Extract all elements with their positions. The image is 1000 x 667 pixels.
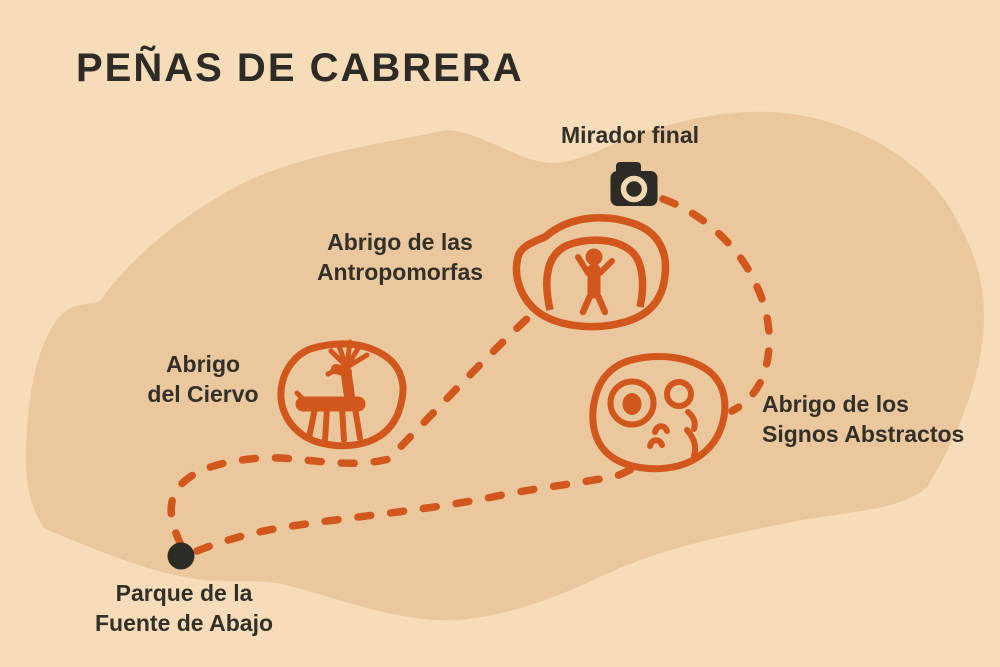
abstract-signs-petroglyph-icon	[589, 353, 729, 473]
label-line: del Ciervo	[147, 381, 259, 407]
antropomorfas-rock-outline	[512, 214, 670, 331]
label-line: Parque de la	[115, 580, 253, 606]
label-line: Antropomorfas	[316, 259, 484, 285]
label-parque-fuente: Parque de la Fuente de Abajo	[95, 578, 273, 638]
anthropomorph-petroglyph-icon	[512, 214, 670, 331]
label-abrigo-antropomorfas: Abrigo de las Antropomorfas	[317, 227, 483, 287]
label-abrigo-ciervo: Abrigo del Ciervo	[147, 349, 258, 409]
ciervo-rock-outline	[277, 340, 407, 450]
trail-segment-parque-to-signos	[193, 459, 645, 555]
deer-figure	[294, 339, 370, 443]
human-figure	[575, 248, 615, 316]
signos-rock-outline	[589, 353, 729, 473]
camera-icon	[610, 162, 658, 206]
label-line: Signos Abstractos	[762, 421, 965, 447]
abstract-signs	[607, 378, 699, 459]
map-title: PEÑAS DE CABRERA	[76, 46, 524, 90]
label-line: Fuente de Abajo	[94, 610, 274, 636]
trail-segment-parque-to-antropomorfas	[167, 313, 533, 549]
terrain-shape	[25, 111, 984, 621]
deer-petroglyph-icon	[277, 339, 407, 450]
cave-arch-outline	[543, 236, 647, 311]
label-line: Mirador final	[560, 122, 700, 148]
trail-route	[167, 195, 773, 555]
label-line: Abrigo de las	[327, 229, 473, 255]
trail-segment-signos-to-mirador	[659, 195, 773, 415]
label-abrigo-signos: Abrigo de los Signos Abstractos	[762, 389, 964, 449]
label-mirador-final: Mirador final	[561, 120, 699, 150]
label-line: Abrigo	[165, 351, 241, 377]
start-dot-marker	[167, 542, 195, 570]
label-line: Abrigo de los	[762, 391, 909, 417]
